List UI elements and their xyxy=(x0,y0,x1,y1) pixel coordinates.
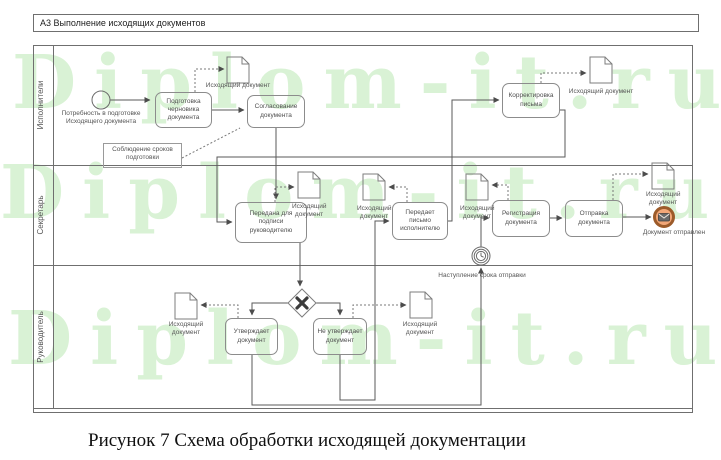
document-icons xyxy=(174,56,675,320)
task-approve-document[interactable]: Согласование документа xyxy=(247,95,305,128)
document-icon[interactable] xyxy=(651,162,675,190)
task-label: Подготовка черновика документа xyxy=(166,97,201,122)
exclusive-gateway-icon[interactable] xyxy=(287,288,317,318)
document-label: Исходящий документ xyxy=(205,82,271,89)
task-label: Передает письмо исполнителю xyxy=(400,208,440,233)
document-label: Исходящий документ xyxy=(357,205,392,220)
task-label: Не утверждает документ xyxy=(317,328,363,344)
task-return-to-executor[interactable]: Передает письмо исполнителю xyxy=(392,202,448,240)
lane-label-manager: Руководитель xyxy=(36,311,45,363)
end-event-icon[interactable] xyxy=(653,206,675,228)
document-icon[interactable] xyxy=(226,56,250,84)
annotation-label: Соблюдение сроков подготовки xyxy=(112,146,173,161)
document-label: Исходящий документ xyxy=(168,321,204,336)
document-label: Исходящий документ xyxy=(460,205,495,220)
task-label: Согласование документа xyxy=(254,103,298,119)
task-label: Отправка документа xyxy=(578,210,610,226)
timer-event-label: Наступление срока отправки xyxy=(438,272,526,279)
associations xyxy=(181,66,649,318)
timer-event-icon[interactable] xyxy=(471,246,491,266)
document-label: Исходящий документ xyxy=(402,321,438,336)
sequence-flows xyxy=(110,97,652,406)
task-label: Регистрация документа xyxy=(502,210,540,226)
document-icon[interactable] xyxy=(297,171,321,199)
task-register-document[interactable]: Регистрация документа xyxy=(492,200,550,237)
document-icon[interactable] xyxy=(465,173,489,201)
diagram-title: А3 Выполнение исходящих документов xyxy=(33,14,699,32)
pool-frame xyxy=(33,45,693,413)
task-label: Передана для подписи руководителю xyxy=(249,210,293,234)
document-label: Исходящий документ xyxy=(646,191,681,206)
start-event-label: Потребность в подготовке Исходящего доку… xyxy=(61,110,141,125)
start-event-icon[interactable] xyxy=(91,90,111,110)
task-correct-letter[interactable]: Корректировка письма xyxy=(502,83,560,118)
document-icon[interactable] xyxy=(362,173,386,201)
document-label: Исходящий документ xyxy=(568,88,634,95)
figure-caption: Рисунок 7 Схема обработки исходящей доку… xyxy=(88,430,526,451)
lane-label-secretary: Секретарь xyxy=(36,195,45,235)
task-pass-for-signature[interactable]: Передана для подписи руководителю xyxy=(235,202,307,243)
annotation-box[interactable] xyxy=(103,143,182,168)
end-event-label: Документ отправлен xyxy=(642,229,706,236)
lane-label-executors: Исполнители xyxy=(36,80,45,130)
task-label: Утверждает документ xyxy=(233,328,270,344)
task-send-document[interactable]: Отправка документа xyxy=(565,200,623,237)
task-rejects[interactable]: Не утверждает документ xyxy=(313,318,367,355)
document-icon[interactable] xyxy=(409,291,433,319)
document-label: Исходящий документ xyxy=(292,203,327,218)
document-icon[interactable] xyxy=(174,292,198,320)
task-approves[interactable]: Утверждает документ xyxy=(225,318,278,355)
task-label: Корректировка письма xyxy=(508,92,554,108)
task-prepare-draft[interactable]: Подготовка черновика документа xyxy=(155,92,212,128)
document-icon[interactable] xyxy=(589,56,613,84)
